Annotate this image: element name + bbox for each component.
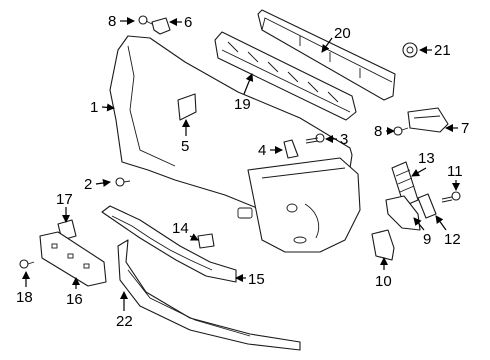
callout-14: 14 bbox=[172, 220, 189, 237]
leader-lines bbox=[22, 17, 460, 311]
callout-17: 17 bbox=[56, 191, 73, 208]
leader-line bbox=[411, 167, 427, 177]
leader-line bbox=[95, 179, 111, 187]
leader-line bbox=[101, 103, 115, 112]
bumper-cover-part bbox=[109, 35, 361, 253]
callout-15: 15 bbox=[248, 271, 265, 288]
grille-insert-part bbox=[391, 161, 419, 207]
callout-13: 13 bbox=[418, 150, 435, 167]
leader-line bbox=[435, 215, 447, 231]
absorber-bar-part bbox=[257, 9, 396, 101]
callout-18: 18 bbox=[16, 289, 33, 306]
clip-part bbox=[151, 17, 171, 35]
tow-hook-cap-part bbox=[197, 233, 215, 249]
callout-4: 4 bbox=[258, 142, 266, 159]
callout-20: 20 bbox=[334, 25, 351, 42]
callout-labels: 1 2 3 4 5 6 7 8 8 9 10 11 12 13 14 15 16… bbox=[16, 13, 469, 330]
bolt-part bbox=[441, 191, 461, 203]
callout-8-right: 8 bbox=[374, 123, 382, 140]
energy-absorber-part bbox=[214, 31, 357, 121]
leader-line bbox=[321, 37, 333, 53]
callout-12: 12 bbox=[444, 231, 461, 248]
side-bracket-part bbox=[407, 107, 449, 133]
callout-19: 19 bbox=[234, 96, 251, 113]
callout-2: 2 bbox=[84, 176, 92, 193]
leader-line bbox=[413, 217, 425, 231]
license-bracket-part bbox=[39, 231, 107, 287]
callout-21: 21 bbox=[434, 42, 451, 59]
nut-part bbox=[402, 42, 418, 58]
callout-11: 11 bbox=[447, 163, 463, 180]
mount-bracket-part bbox=[385, 195, 421, 231]
callout-1: 1 bbox=[90, 99, 98, 116]
leader-line bbox=[189, 233, 199, 241]
callout-16: 16 bbox=[66, 291, 83, 308]
screw-part bbox=[19, 259, 35, 269]
callout-22: 22 bbox=[116, 313, 133, 330]
bolt-part bbox=[305, 133, 325, 144]
screw-part bbox=[138, 15, 153, 25]
callout-7: 7 bbox=[461, 120, 469, 137]
trim-bracket-part bbox=[177, 93, 197, 121]
callout-8-top: 8 bbox=[108, 13, 116, 30]
callout-3: 3 bbox=[340, 131, 348, 148]
retainer-part bbox=[283, 139, 299, 159]
bracket-part bbox=[417, 193, 437, 219]
lower-grille-part bbox=[101, 205, 237, 283]
callout-6: 6 bbox=[184, 14, 192, 31]
lower-bracket-part bbox=[371, 229, 395, 261]
screw-part bbox=[393, 126, 409, 136]
lower-valance-part bbox=[117, 239, 301, 351]
screw-part bbox=[115, 177, 131, 187]
leader-line bbox=[243, 73, 254, 95]
callout-10: 10 bbox=[375, 273, 392, 290]
callout-5: 5 bbox=[181, 138, 189, 155]
callout-9: 9 bbox=[423, 231, 431, 248]
